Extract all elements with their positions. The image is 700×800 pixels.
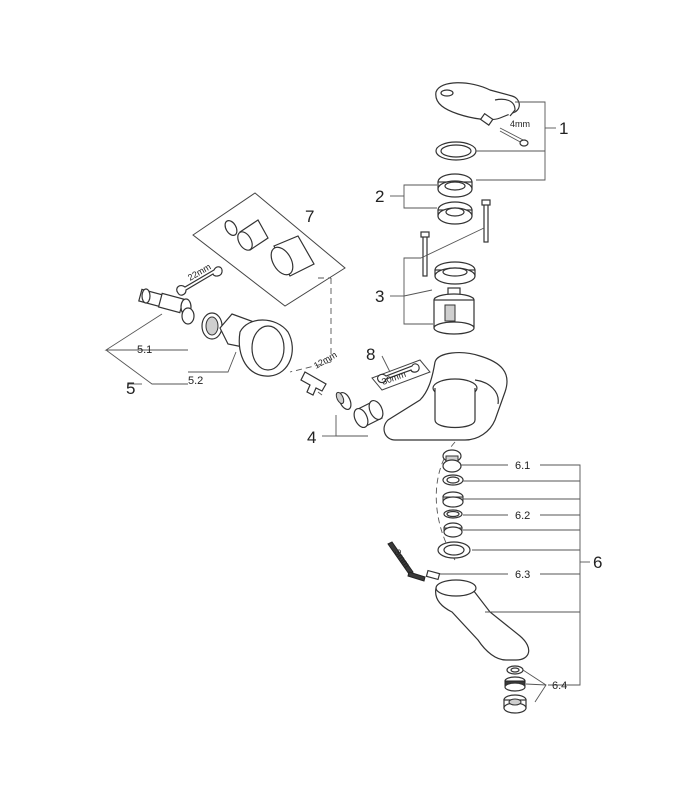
callout-2: 2 (375, 187, 384, 206)
mixer-body (383, 352, 508, 441)
wrench-22mm-icon (176, 266, 223, 296)
callout-6-3: 6.3 (515, 569, 530, 581)
threaded-ring-2 (443, 522, 463, 538)
wrench-30mm-icon (371, 359, 431, 391)
union-nut (201, 312, 223, 340)
o-ring-6-2 (443, 509, 463, 519)
callout-7: 7 (305, 207, 314, 226)
cartridge (433, 287, 475, 335)
callout-8: 8 (366, 345, 375, 364)
callout-5-2: 5.2 (188, 375, 203, 387)
aerator-housing (503, 694, 527, 714)
cartridge-screw-right (481, 199, 491, 243)
callout-4: 4 (307, 428, 316, 447)
connector-washer (335, 391, 352, 411)
callout-6: 6 (593, 553, 602, 572)
group-7-rosette (270, 235, 315, 277)
cartridge-nut (437, 201, 473, 225)
hex-key-12mm-label: 12mm (312, 350, 339, 371)
rosette-5-2 (219, 313, 293, 377)
group-7-nipple (237, 219, 269, 251)
o-ring-1 (442, 474, 464, 486)
connector-nut (353, 399, 384, 429)
cover-cap (519, 139, 529, 147)
callout-6-2: 6.2 (515, 510, 530, 522)
group-7-frame (192, 192, 346, 307)
callout-6-4: 6.4 (552, 680, 567, 692)
set-screw-6-3 (425, 569, 441, 581)
group-7-washer (224, 220, 238, 236)
handle-lever (435, 82, 520, 121)
hex-key-3mm-icon (387, 541, 426, 582)
seal-ring (435, 141, 477, 161)
threaded-ring-1 (442, 491, 464, 508)
cartridge-ring (434, 261, 476, 285)
aerator-insert (504, 676, 526, 692)
aerator-washer (506, 665, 524, 675)
union-washer (181, 307, 195, 325)
adapter-collar (437, 173, 473, 198)
spout-6-4 (435, 579, 530, 661)
cartridge-screw-left (420, 231, 430, 277)
callout-5-1: 5.1 (137, 344, 152, 356)
callout-3: 3 (375, 287, 384, 306)
spout-washer (437, 541, 471, 559)
callout-5: 5 (126, 379, 135, 398)
hex-key-4mm-label: 4mm (510, 119, 530, 129)
valve-insert-6-1 (442, 449, 462, 473)
grub-screw (479, 112, 494, 126)
callout-6-1: 6.1 (515, 460, 530, 472)
wrench-30mm-label: 30mm (380, 369, 407, 387)
hex-key-12mm-icon (300, 371, 327, 396)
callout-1: 1 (559, 119, 568, 138)
